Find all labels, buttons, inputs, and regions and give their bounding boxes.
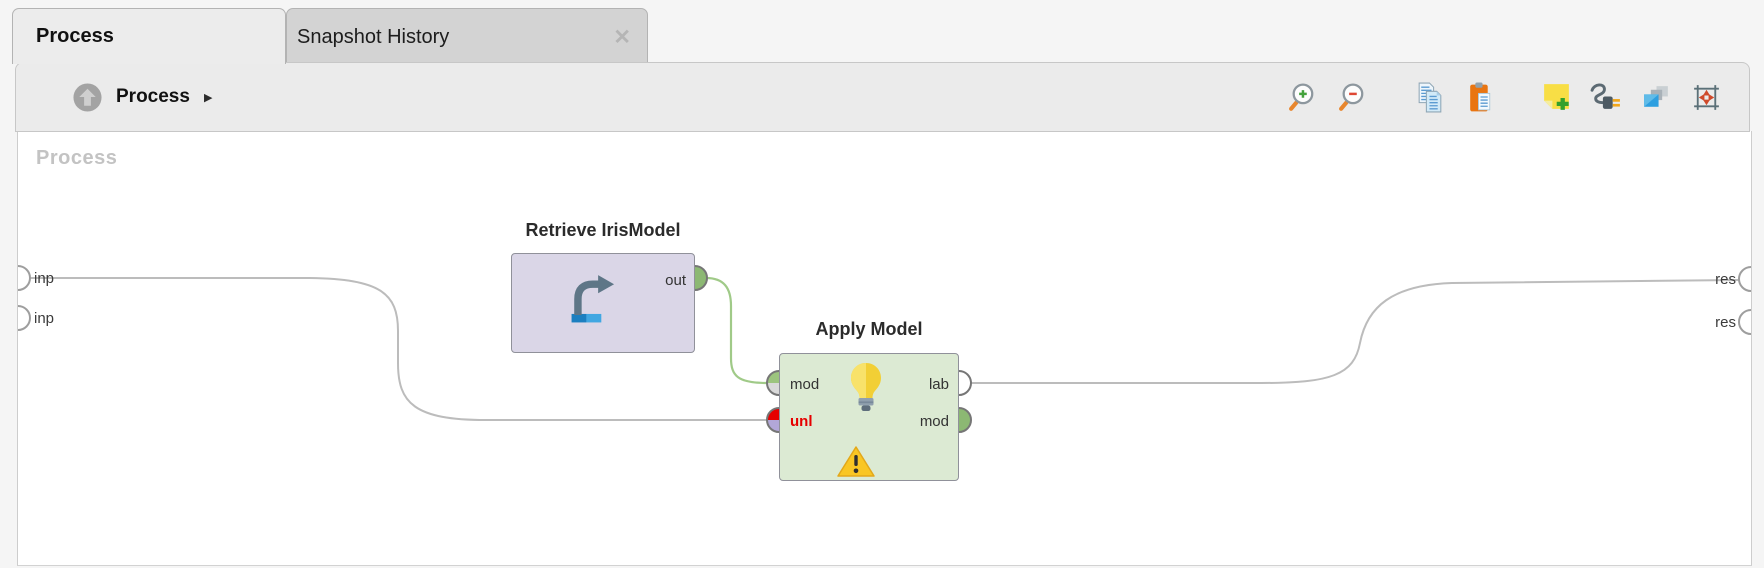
auto-wire-icon[interactable]: [1590, 81, 1623, 114]
wire-inp-to-unl[interactable]: [30, 277, 767, 421]
apply-lab-output-port[interactable]: [958, 370, 972, 396]
add-note-icon[interactable]: [1540, 81, 1573, 114]
operator-title-apply: Apply Model: [815, 319, 923, 339]
apply-mod-output-label: mod: [919, 413, 949, 430]
apply-mod-output-port[interactable]: [958, 407, 972, 433]
operator-apply-model[interactable]: mod unl lab mod: [779, 353, 959, 481]
retrieve-out-port[interactable]: [694, 265, 708, 291]
apply-mod-input-label: mod: [790, 376, 820, 393]
tab-snapshot-history[interactable]: Snapshot History ✕: [286, 8, 648, 67]
process-input-port-2-label: inp: [34, 310, 54, 327]
paste-icon[interactable]: [1464, 81, 1497, 114]
apply-unl-input-label: unl: [790, 413, 813, 430]
bring-to-front-icon[interactable]: [1640, 81, 1673, 114]
apply-mod-input-port-bottom[interactable]: [767, 383, 779, 395]
process-result-port-1[interactable]: [1738, 266, 1751, 292]
zoom-out-icon[interactable]: [1338, 81, 1371, 114]
canvas-watermark: Process: [36, 147, 118, 169]
process-toolbar: Process ▶: [15, 62, 1750, 132]
wire-layer: inp inp res res: [18, 265, 1751, 433]
apply-lab-output-label: lab: [928, 376, 949, 393]
warning-icon[interactable]: [836, 445, 876, 479]
tab-process-label: Process: [36, 25, 114, 47]
apply-mod-input-port-ring: [766, 370, 780, 396]
breadcrumb-title[interactable]: Process: [116, 86, 190, 107]
apply-unl-input-port-bottom[interactable]: [767, 420, 779, 432]
tab-process[interactable]: Process: [12, 8, 286, 64]
tab-snapshot-history-label: Snapshot History: [297, 26, 450, 48]
toolbar-icons: [1288, 81, 1723, 114]
close-icon[interactable]: ✕: [613, 26, 631, 49]
fit-view-icon[interactable]: [1690, 81, 1723, 114]
process-result-port-1-label: res: [1715, 271, 1736, 288]
apply-unl-input-port-top[interactable]: [767, 408, 779, 420]
process-result-port-2-label: res: [1715, 314, 1736, 331]
process-input-port-1[interactable]: [18, 265, 31, 291]
breadcrumb-chevron-icon: ▶: [203, 91, 213, 104]
zoom-in-icon[interactable]: [1288, 81, 1321, 114]
retrieve-out-port-label: out: [665, 272, 686, 289]
process-result-port-2[interactable]: [1738, 309, 1751, 335]
operator-title-retrieve: Retrieve IrisModel: [525, 220, 681, 240]
apply-unl-input-port-ring: [766, 407, 780, 433]
process-canvas[interactable]: Process inp inp res res Retrieve IrisMod…: [17, 131, 1752, 566]
light-bulb-icon: [851, 363, 881, 411]
retrieve-arrow-icon: [571, 275, 615, 323]
operator-retrieve-irismodel[interactable]: out: [511, 253, 695, 353]
copy-icon[interactable]: [1414, 81, 1447, 114]
apply-mod-input-port-top[interactable]: [767, 371, 779, 383]
breadcrumb: Process ▶: [72, 82, 212, 113]
process-input-port-2[interactable]: [18, 305, 31, 331]
process-input-port-1-label: inp: [34, 270, 54, 287]
up-arrow-circle-icon[interactable]: [72, 82, 103, 113]
wire-out-to-mod[interactable]: [705, 276, 768, 385]
wire-lab-to-res[interactable]: [970, 279, 1740, 384]
